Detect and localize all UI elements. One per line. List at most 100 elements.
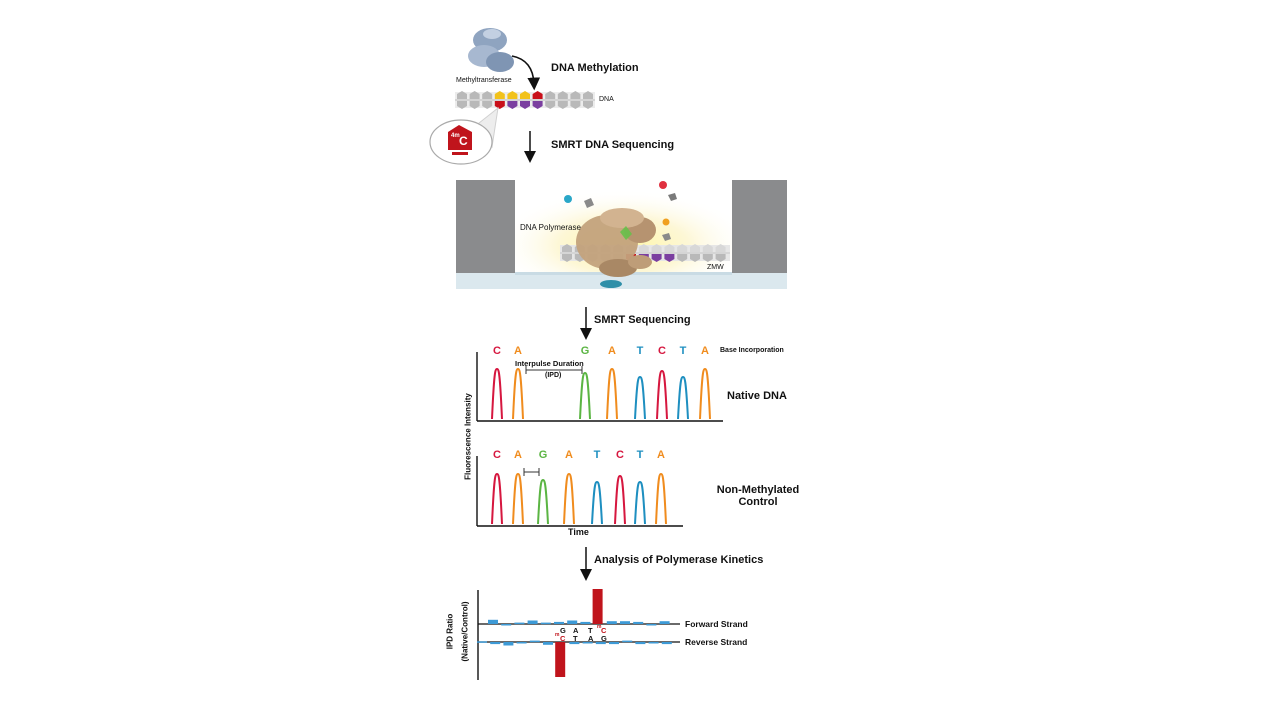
dna-base-block bbox=[482, 91, 493, 99]
base-letter-T: T bbox=[594, 449, 601, 461]
dna-label: DNA bbox=[599, 96, 614, 103]
fluorescence-peak-A bbox=[699, 367, 711, 420]
control-label-line1: Non-Methylated bbox=[716, 484, 800, 496]
base-letter-G: G bbox=[581, 345, 590, 357]
dna-base-block bbox=[520, 101, 530, 109]
reverse-ipd-bar bbox=[555, 642, 566, 677]
zmw-base-block bbox=[715, 254, 726, 262]
fluorescence-peak-T bbox=[634, 375, 646, 420]
dna-base-block bbox=[532, 91, 543, 99]
dna-base-block bbox=[507, 101, 518, 109]
fluorescence-peak-A bbox=[512, 472, 524, 525]
dna-base-block bbox=[545, 101, 556, 109]
fluorescence-peak-G bbox=[579, 371, 591, 420]
reverse-ipd-bar bbox=[622, 640, 633, 643]
dna-base-block bbox=[469, 91, 480, 99]
base-letter-A: A bbox=[514, 345, 522, 357]
fluorescence-peak-A bbox=[563, 472, 575, 525]
kinetics-label: Analysis of Polymerase Kinetics bbox=[594, 554, 764, 566]
forward-ipd-bar bbox=[592, 589, 603, 624]
base-letter-C: C bbox=[616, 449, 624, 461]
dna-polymerase-label: DNA Polymerase bbox=[520, 223, 581, 232]
reverse-ipd-bar bbox=[648, 642, 659, 644]
forward-motif-c: C bbox=[601, 626, 607, 635]
nucleotide-orange bbox=[662, 218, 671, 241]
zmw-label: ZMW bbox=[707, 264, 724, 271]
fluorescence-peak-C bbox=[614, 474, 626, 525]
forward-ipd-bar bbox=[501, 624, 512, 626]
dna-base-block bbox=[532, 101, 543, 109]
ipd-ratio-axis-line2: (Native/Control) bbox=[460, 601, 470, 662]
reverse-ipd-bar bbox=[543, 642, 553, 645]
fluorescence-axis-label: Fluorescence Intensity bbox=[463, 393, 473, 480]
base-letter-A: A bbox=[565, 449, 573, 461]
methylation-curved-arrow bbox=[511, 55, 541, 91]
ipd-ratio-axis-line1: IPD Ratio bbox=[445, 613, 455, 650]
dna-base-block bbox=[482, 101, 493, 109]
base-letter-C: C bbox=[493, 345, 501, 357]
dna-base-block bbox=[507, 91, 518, 99]
dna-base-block bbox=[557, 101, 568, 109]
forward-ipd-bar bbox=[567, 620, 578, 624]
smrt-dna-sequencing-label: SMRT DNA Sequencing bbox=[551, 139, 675, 151]
reverse-strand-label: Reverse Strand bbox=[685, 637, 748, 647]
reverse-ipd-bar bbox=[569, 642, 580, 645]
reverse-ipd-bar bbox=[609, 642, 619, 645]
badge-superscript: 4m bbox=[451, 133, 460, 139]
forward-ipd-bar bbox=[646, 624, 657, 626]
forward-ipd-bar bbox=[540, 622, 551, 625]
reverse-motif-a: A bbox=[588, 634, 594, 643]
dna-base-block bbox=[545, 91, 556, 99]
base-letter-T: T bbox=[637, 449, 644, 461]
zmw-base-block bbox=[715, 244, 726, 252]
zmw-base-block bbox=[651, 254, 662, 262]
zmw-base-block bbox=[651, 244, 662, 252]
forward-ipd-bar bbox=[633, 621, 644, 624]
native-dna-label: Native DNA bbox=[727, 390, 787, 402]
time-axis-label: Time bbox=[568, 527, 589, 537]
reverse-motif-g: G bbox=[601, 634, 607, 643]
zmw-base-block bbox=[664, 254, 675, 262]
base-letter-G: G bbox=[539, 449, 548, 461]
dna-base-block bbox=[583, 91, 593, 99]
base-letter-A: A bbox=[657, 449, 665, 461]
base-letter-T: T bbox=[637, 345, 644, 357]
fluorescence-peak-C bbox=[491, 367, 503, 420]
dna-base-block bbox=[570, 101, 581, 109]
forward-strand-label: Forward Strand bbox=[685, 619, 748, 629]
control-trace-peaks bbox=[491, 472, 667, 525]
base-letter-C: C bbox=[493, 449, 501, 461]
forward-ipd-bar bbox=[488, 619, 498, 624]
zmw-base-block bbox=[677, 244, 688, 252]
dna-bases bbox=[457, 91, 593, 109]
dna-base-block bbox=[494, 91, 505, 99]
reverse-strand-bars bbox=[477, 640, 672, 677]
dna-base-block bbox=[520, 91, 530, 99]
base-letter-A: A bbox=[608, 345, 616, 357]
reverse-ipd-bar bbox=[635, 642, 646, 645]
control-label-line2: Control bbox=[738, 496, 778, 508]
badge-letter: C bbox=[459, 134, 468, 148]
methyltransferase-blob bbox=[468, 28, 514, 72]
fluorescence-peak-G bbox=[537, 478, 549, 525]
dna-base-block bbox=[557, 91, 568, 99]
zmw-base-block bbox=[690, 254, 700, 262]
zmw-base-block bbox=[690, 244, 700, 252]
reverse-methyl-mark: m bbox=[555, 632, 560, 638]
forward-ipd-bar bbox=[514, 622, 525, 625]
methyl-cytosine-badge bbox=[429, 119, 493, 165]
nucleotide-cyan bbox=[564, 195, 594, 208]
reverse-motif-t: T bbox=[573, 634, 578, 643]
ipd-label: Interpulse Duration bbox=[515, 359, 584, 368]
nucleotide-red bbox=[659, 181, 677, 201]
fluorescence-peak-C bbox=[656, 369, 668, 420]
forward-ipd-bar bbox=[606, 621, 617, 624]
dna-base-block bbox=[457, 91, 467, 99]
dna-base-block bbox=[570, 91, 581, 99]
base-letter-C: C bbox=[658, 345, 666, 357]
zmw-base-block bbox=[562, 254, 572, 262]
ipd-axes bbox=[477, 590, 680, 680]
